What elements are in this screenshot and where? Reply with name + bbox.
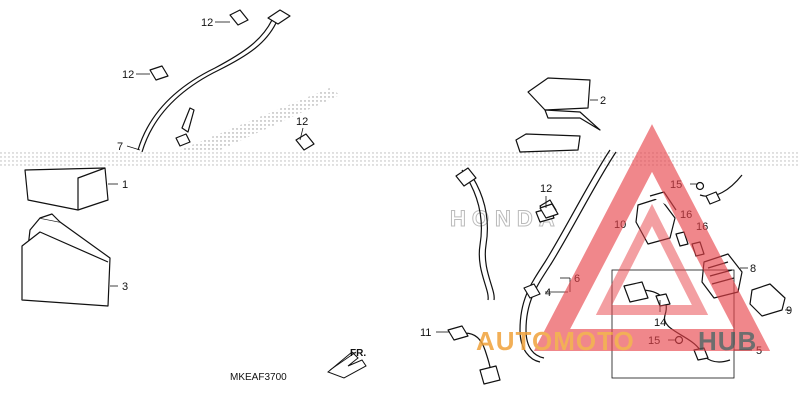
part-1-battery <box>24 167 109 211</box>
callout-14: 14 <box>654 317 666 329</box>
direction-label: FR. <box>350 348 366 359</box>
callout-4: 4 <box>545 287 551 299</box>
part-7-wire-harness <box>137 9 315 153</box>
dotted-frame-area <box>180 88 340 150</box>
callout-12: 12 <box>201 17 213 29</box>
callout-12: 12 <box>122 69 134 81</box>
callout-1: 1 <box>122 179 128 191</box>
part-12-clips <box>539 203 559 219</box>
watermark-triangle-icon <box>533 124 771 351</box>
leader-lines <box>108 21 790 351</box>
watermark: AUTOMOTO HUB <box>476 124 771 356</box>
part-11-cable <box>447 167 501 385</box>
callout-12: 12 <box>296 116 308 128</box>
part-2-cover <box>515 77 601 153</box>
part-9-holder <box>749 283 786 317</box>
background-logo: HONDA <box>450 206 561 231</box>
callout-11: 11 <box>420 327 431 339</box>
drawing-code: MKEAF3700 <box>230 372 287 383</box>
callout-12: 12 <box>540 183 552 195</box>
watermark-text-a: AUTOMOTO <box>476 326 635 356</box>
callout-8: 8 <box>750 263 756 275</box>
callout-7: 7 <box>117 141 123 153</box>
front-direction-arrow: FR. <box>327 348 367 379</box>
dotted-band <box>0 150 800 166</box>
callout-9: 9 <box>786 305 792 317</box>
part-3-battery-case <box>21 213 111 307</box>
callout-3: 3 <box>122 281 128 293</box>
watermark-text-b: HUB <box>698 326 757 356</box>
callout-2: 2 <box>600 95 606 107</box>
part-15-bolts <box>674 174 743 345</box>
